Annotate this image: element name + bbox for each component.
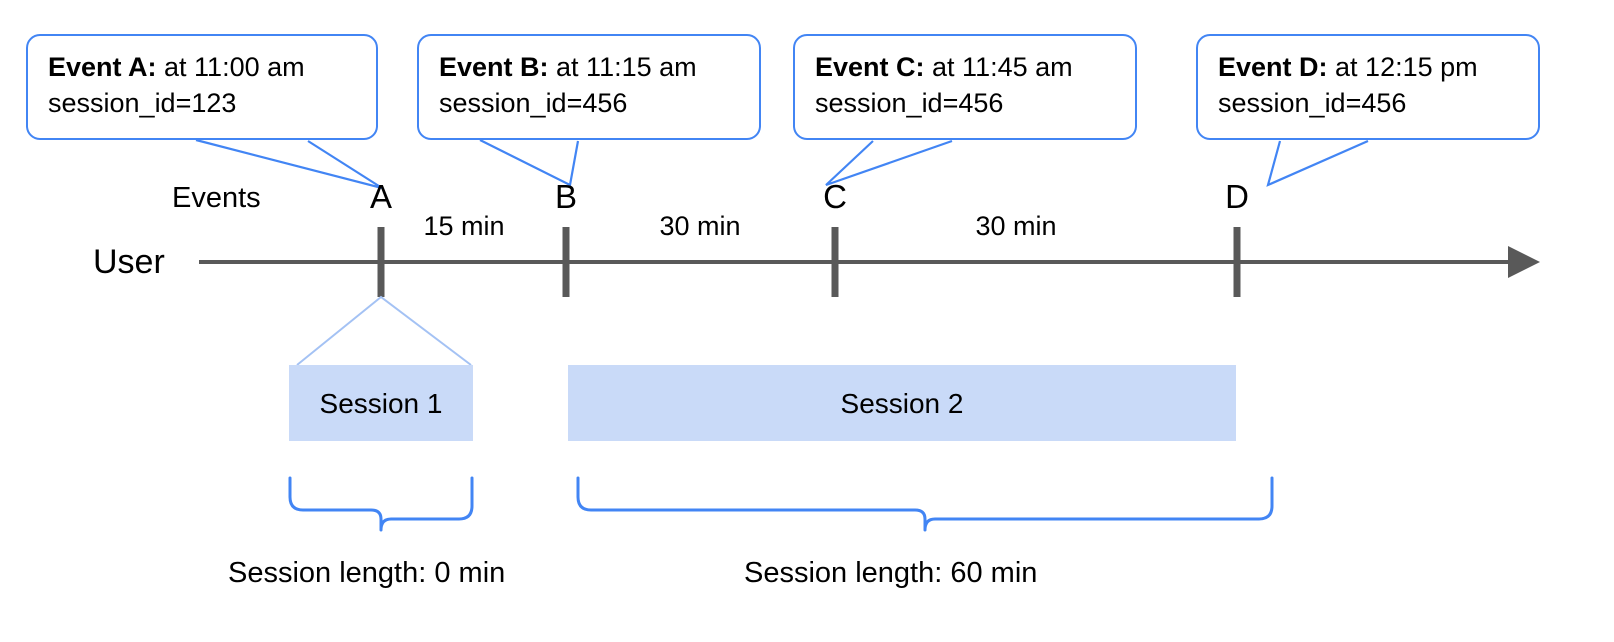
session-1-brace [288, 476, 474, 532]
callout-event-d-line1: Event D: at 12:15 pm [1218, 50, 1522, 86]
callout-tail-d [1266, 139, 1369, 187]
callout-event-a-title: Event A: [48, 52, 157, 82]
gap-label-ab: 15 min [423, 211, 505, 241]
timeline-axis [199, 246, 1540, 278]
event-letter-d: D [1225, 178, 1249, 215]
callout-event-d-title: Event D: [1218, 52, 1328, 82]
callout-event-a-time: at 11:00 am [156, 52, 305, 82]
session-1-summary: Session length: 0 min [228, 557, 506, 589]
session-1-connector [296, 295, 472, 366]
callout-event-b-title: Event B: [439, 52, 549, 82]
callout-event-b-time: at 11:15 am [548, 52, 697, 82]
callout-event-b-line2: session_id=456 [439, 87, 628, 118]
session-2-brace [576, 476, 1274, 532]
event-letter-c: C [823, 178, 847, 215]
gap-label-cd: 30 min [975, 211, 1057, 241]
session-2-label: Session 2 [840, 388, 964, 419]
gap-label-bc: 30 min [659, 211, 741, 241]
callout-event-c-line1: Event C: at 11:45 am [815, 50, 1119, 86]
callout-event-c-line2: session_id=456 [815, 87, 1004, 118]
event-letter-a: A [369, 178, 392, 215]
session-1-label: Session 1 [319, 388, 443, 419]
session-2-summary: Session length: 60 min [744, 557, 1038, 589]
callout-event-c: Event C: at 11:45 am session_id=456 [793, 34, 1137, 140]
callout-event-a-line2: session_id=123 [48, 87, 237, 118]
events-row-label: Events [172, 182, 261, 214]
event-letter-b: B [554, 178, 577, 215]
callout-event-d-time: at 12:15 pm [1327, 52, 1478, 82]
callout-event-b: Event B: at 11:15 am session_id=456 [417, 34, 761, 140]
event-ticks [377, 227, 1241, 297]
callout-tail-c [825, 139, 953, 187]
session-1-box [289, 365, 473, 441]
callout-event-c-time: at 11:45 am [924, 52, 1073, 82]
callout-tail-a [195, 138, 383, 190]
session-2-box [568, 365, 1236, 441]
callout-event-b-line1: Event B: at 11:15 am [439, 50, 743, 86]
callout-event-d: Event D: at 12:15 pm session_id=456 [1196, 34, 1540, 140]
timeline-row-label: User [93, 243, 165, 281]
callout-tail-b [479, 139, 580, 187]
callout-event-d-line2: session_id=456 [1218, 87, 1407, 118]
callout-event-a: Event A: at 11:00 am session_id=123 [26, 34, 378, 140]
callout-event-c-title: Event C: [815, 52, 925, 82]
callout-event-a-line1: Event A: at 11:00 am [48, 50, 360, 86]
